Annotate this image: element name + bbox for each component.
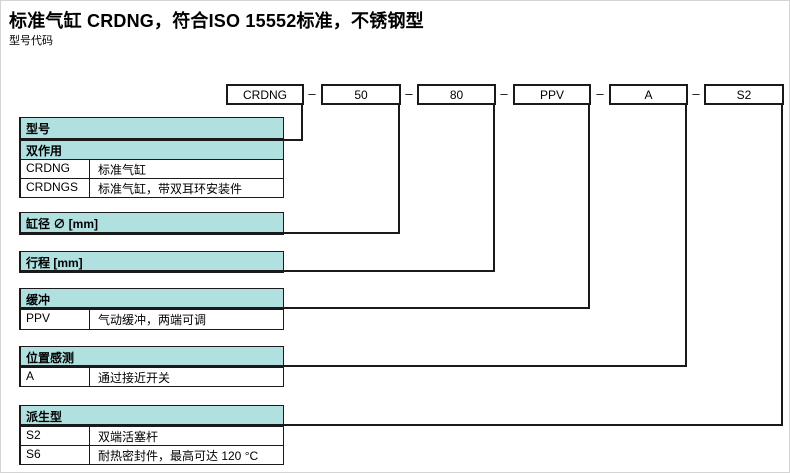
row-code: S2 [21,427,90,445]
connector-bore-horizontal [284,232,400,234]
connector-variant-vertical [781,103,783,426]
row-code: PPV [21,310,90,329]
connector-cushioning-horizontal [284,307,590,309]
section-bore-header: 缸径 ∅ [mm] [19,212,284,235]
code-separator: – [308,86,316,101]
row-description: 气动缓冲，两端可调 [98,313,207,327]
code-separator: – [500,86,508,101]
section-model: 型号 双作用 CRDNG 标准气缸 CRDNGS 标准气缸，带双耳环安装件 [19,117,284,198]
row-description: 耐热密封件，最高可达 120 °C [98,449,259,463]
row-description: 双端活塞杆 [98,430,159,444]
table-row: A 通过接近开关 [19,368,284,387]
code-separator: – [405,86,413,101]
code-box-stroke: 80 [417,84,496,105]
section-model-header: 型号 [19,117,284,141]
row-code: CRDNGS [21,179,90,197]
connector-stroke-vertical [493,103,495,272]
code-box-variant: S2 [704,84,784,105]
section-cushioning-header: 缓冲 [19,288,284,310]
section-cushioning: 缓冲 PPV 气动缓冲，两端可调 [19,288,284,330]
row-description: 通过接近开关 [98,371,171,385]
code-separator: – [596,86,604,101]
page-title: 标准气缸 CRDNG，符合ISO 15552标准，不锈钢型 [9,11,424,31]
table-row: CRDNGS 标准气缸，带双耳环安装件 [19,179,284,198]
code-box-bore: 50 [321,84,401,105]
section-position-sensing-header: 位置感测 [19,346,284,368]
row-description: 标准气缸 [98,163,147,177]
code-box-series: CRDNG [226,84,304,105]
code-box-cushioning: PPV [513,84,591,105]
table-row: S2 双端活塞杆 [19,427,284,446]
row-code: A [21,368,90,386]
section-variants-header: 派生型 [19,405,284,427]
connector-variant-horizontal [284,424,783,426]
connector-bore-vertical [398,103,400,234]
row-description: 标准气缸，带双耳环安装件 [98,182,243,196]
section-stroke-header: 行程 [mm] [19,251,284,273]
section-stroke: 行程 [mm] [19,251,284,273]
connector-sensing-vertical [685,103,687,367]
row-code: S6 [21,446,90,464]
code-box-sensing: A [609,84,688,105]
page-subtitle: 型号代码 [9,35,53,47]
connector-cushioning-vertical [588,103,590,309]
section-bore: 缸径 ∅ [mm] [19,212,284,235]
table-row: S6 耐热密封件，最高可达 120 °C [19,446,284,465]
connector-series-vertical [301,103,303,141]
section-model-subheader: 双作用 [19,141,284,160]
connector-sensing-horizontal [284,365,687,367]
table-row: CRDNG 标准气缸 [19,160,284,179]
row-code: CRDNG [21,160,90,178]
section-position-sensing: 位置感测 A 通过接近开关 [19,346,284,387]
connector-stroke-horizontal [284,270,495,272]
code-separator: – [692,86,700,101]
connector-series-horizontal [284,139,303,141]
table-row: PPV 气动缓冲，两端可调 [19,310,284,330]
section-variants: 派生型 S2 双端活塞杆 S6 耐热密封件，最高可达 120 °C [19,405,284,465]
